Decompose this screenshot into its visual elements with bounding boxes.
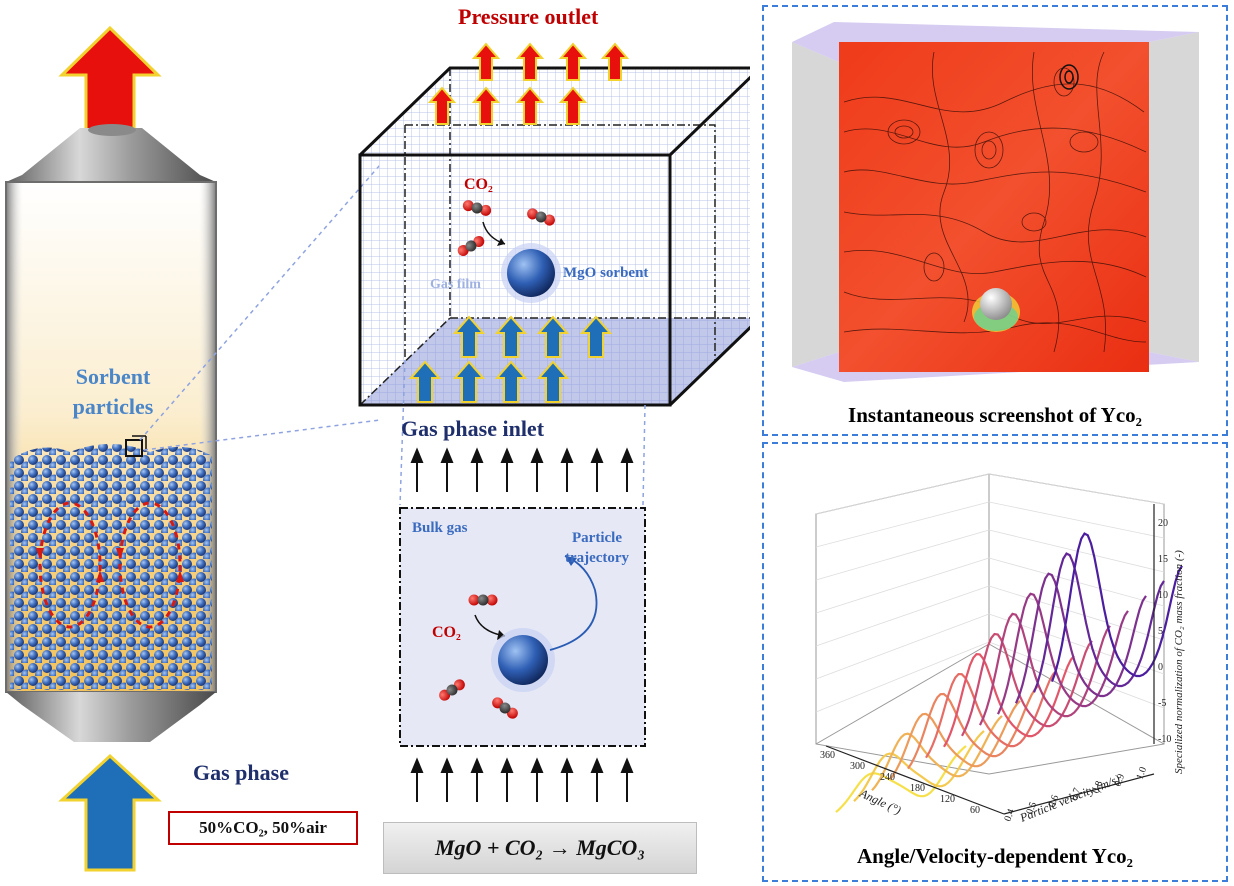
reactor-diagram — [5, 25, 380, 872]
surface-curve — [1050, 532, 1183, 682]
gas-phase-label: Gas phase — [193, 760, 289, 785]
velocity-tick-label: 1.0 — [1134, 766, 1149, 782]
zoom-marker — [125, 439, 143, 457]
trajectory-label-line2: trajectory — [564, 550, 630, 566]
angle-tick-label: 240 — [880, 772, 895, 783]
circulation-loops — [38, 501, 182, 629]
z-tick-label: 5 — [1158, 626, 1163, 637]
z-tick-label: -10 — [1158, 734, 1171, 745]
angle-tick-label: 360 — [820, 750, 835, 761]
cube-diagram — [358, 43, 750, 747]
inlet-arrow — [58, 753, 162, 872]
surface-curve — [853, 730, 985, 802]
outlet-arrow — [58, 25, 162, 137]
bulk-mgo-sphere — [498, 635, 548, 685]
angle-tick-label: 120 — [940, 794, 955, 805]
z-tick-label: 20 — [1158, 518, 1168, 529]
flow-arrows-row1 — [410, 447, 634, 492]
pressure-outlet-label: Pressure outlet — [458, 4, 599, 29]
particle-bed — [10, 444, 212, 690]
surface-curve — [835, 745, 967, 813]
composition-box: 50%CO₂, 50%air — [168, 811, 358, 845]
co2-contour-render — [792, 22, 1199, 382]
velocity-tick-label: 0.6 — [1046, 794, 1061, 810]
velocity-tick-label: 0.9 — [1112, 773, 1127, 789]
bottom-cap — [6, 692, 216, 742]
z-tick-label: -5 — [1158, 698, 1166, 709]
mgo-sphere — [507, 249, 555, 297]
velocity-tick-label: 0.5 — [1024, 801, 1039, 817]
z-tick-label: 15 — [1158, 554, 1168, 565]
velocity-tick-label: 0.7 — [1068, 787, 1083, 803]
flow-arrows-row2 — [410, 757, 634, 802]
bottom-panel-caption: Angle/Velocity-dependent Yco₂ — [857, 844, 1133, 868]
velocity-tick-label: 0.4 — [1002, 808, 1017, 824]
screenshot-panel: Instantaneous screenshot of Yco₂ — [762, 5, 1228, 436]
z-axis-label: Specialized normalization of CO₂ mass fr… — [1173, 550, 1185, 774]
surface-curve — [889, 700, 1021, 781]
bulk-gas-box — [399, 507, 646, 747]
surface-curve — [871, 715, 1003, 792]
angle-tick-label: 180 — [910, 783, 925, 794]
bulk-gas-label: Bulk gas — [412, 520, 468, 536]
angle-axis-label: Angle (°) — [857, 786, 904, 818]
top-cap — [6, 128, 216, 182]
z-tick-label: 0 — [1158, 662, 1163, 673]
velocity-tick-label: 0.8 — [1090, 780, 1105, 796]
gas-inlet-label: Gas phase inlet — [401, 416, 545, 441]
angle-tick-label: 300 — [850, 761, 865, 772]
gas-film-label: Gas film — [430, 277, 481, 292]
angle-tick-label: 60 — [970, 805, 980, 816]
z-tick-label: 10 — [1158, 590, 1168, 601]
co2-label-bottom: CO₂ — [432, 624, 461, 641]
velocity-axis-label: Particle velocity (m/s) — [1017, 772, 1122, 825]
top-panel-caption: Instantaneous screenshot of Yco₂ — [848, 403, 1142, 427]
particle-sphere — [980, 288, 1012, 320]
reaction-equation: MgO + CO₂ → MgCO₃ — [383, 822, 697, 874]
mgo-sorbent-label: MgO sorbent — [563, 265, 649, 281]
surface-curve — [1032, 552, 1165, 693]
co2-label-top: CO₂ — [464, 176, 493, 193]
trajectory-label-line1: Particle — [572, 530, 622, 546]
sorbent-label-line1: Sorbent — [75, 364, 151, 389]
sorbent-label-line2: particles — [72, 394, 154, 419]
